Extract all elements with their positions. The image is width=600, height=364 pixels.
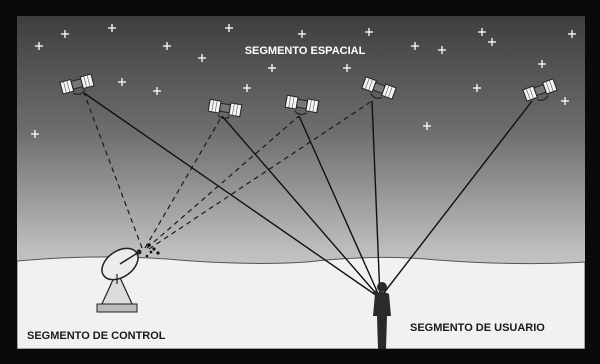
gps-segments-diagram: SEGMENTO ESPACIAL SEGMENTO DE CONTROL SE… <box>17 16 585 349</box>
satellite-dish-icon <box>96 247 142 313</box>
control-link-1 <box>83 92 143 249</box>
user-link-5 <box>379 100 533 299</box>
user-link-1 <box>83 92 381 299</box>
user-link-4 <box>371 100 381 299</box>
user-link-3 <box>298 115 381 299</box>
control-segment-label: SEGMENTO DE CONTROL <box>27 330 166 342</box>
control-link-3 <box>146 115 300 249</box>
user-link-2 <box>221 115 381 299</box>
signal-dots <box>145 243 160 258</box>
space-segment-label: SEGMENTO ESPACIAL <box>245 45 366 57</box>
control-links <box>83 92 373 250</box>
control-link-2 <box>144 115 223 249</box>
user-links <box>83 92 533 299</box>
user-segment-label: SEGMENTO DE USUARIO <box>410 322 545 334</box>
person-silhouette-icon <box>373 282 391 349</box>
